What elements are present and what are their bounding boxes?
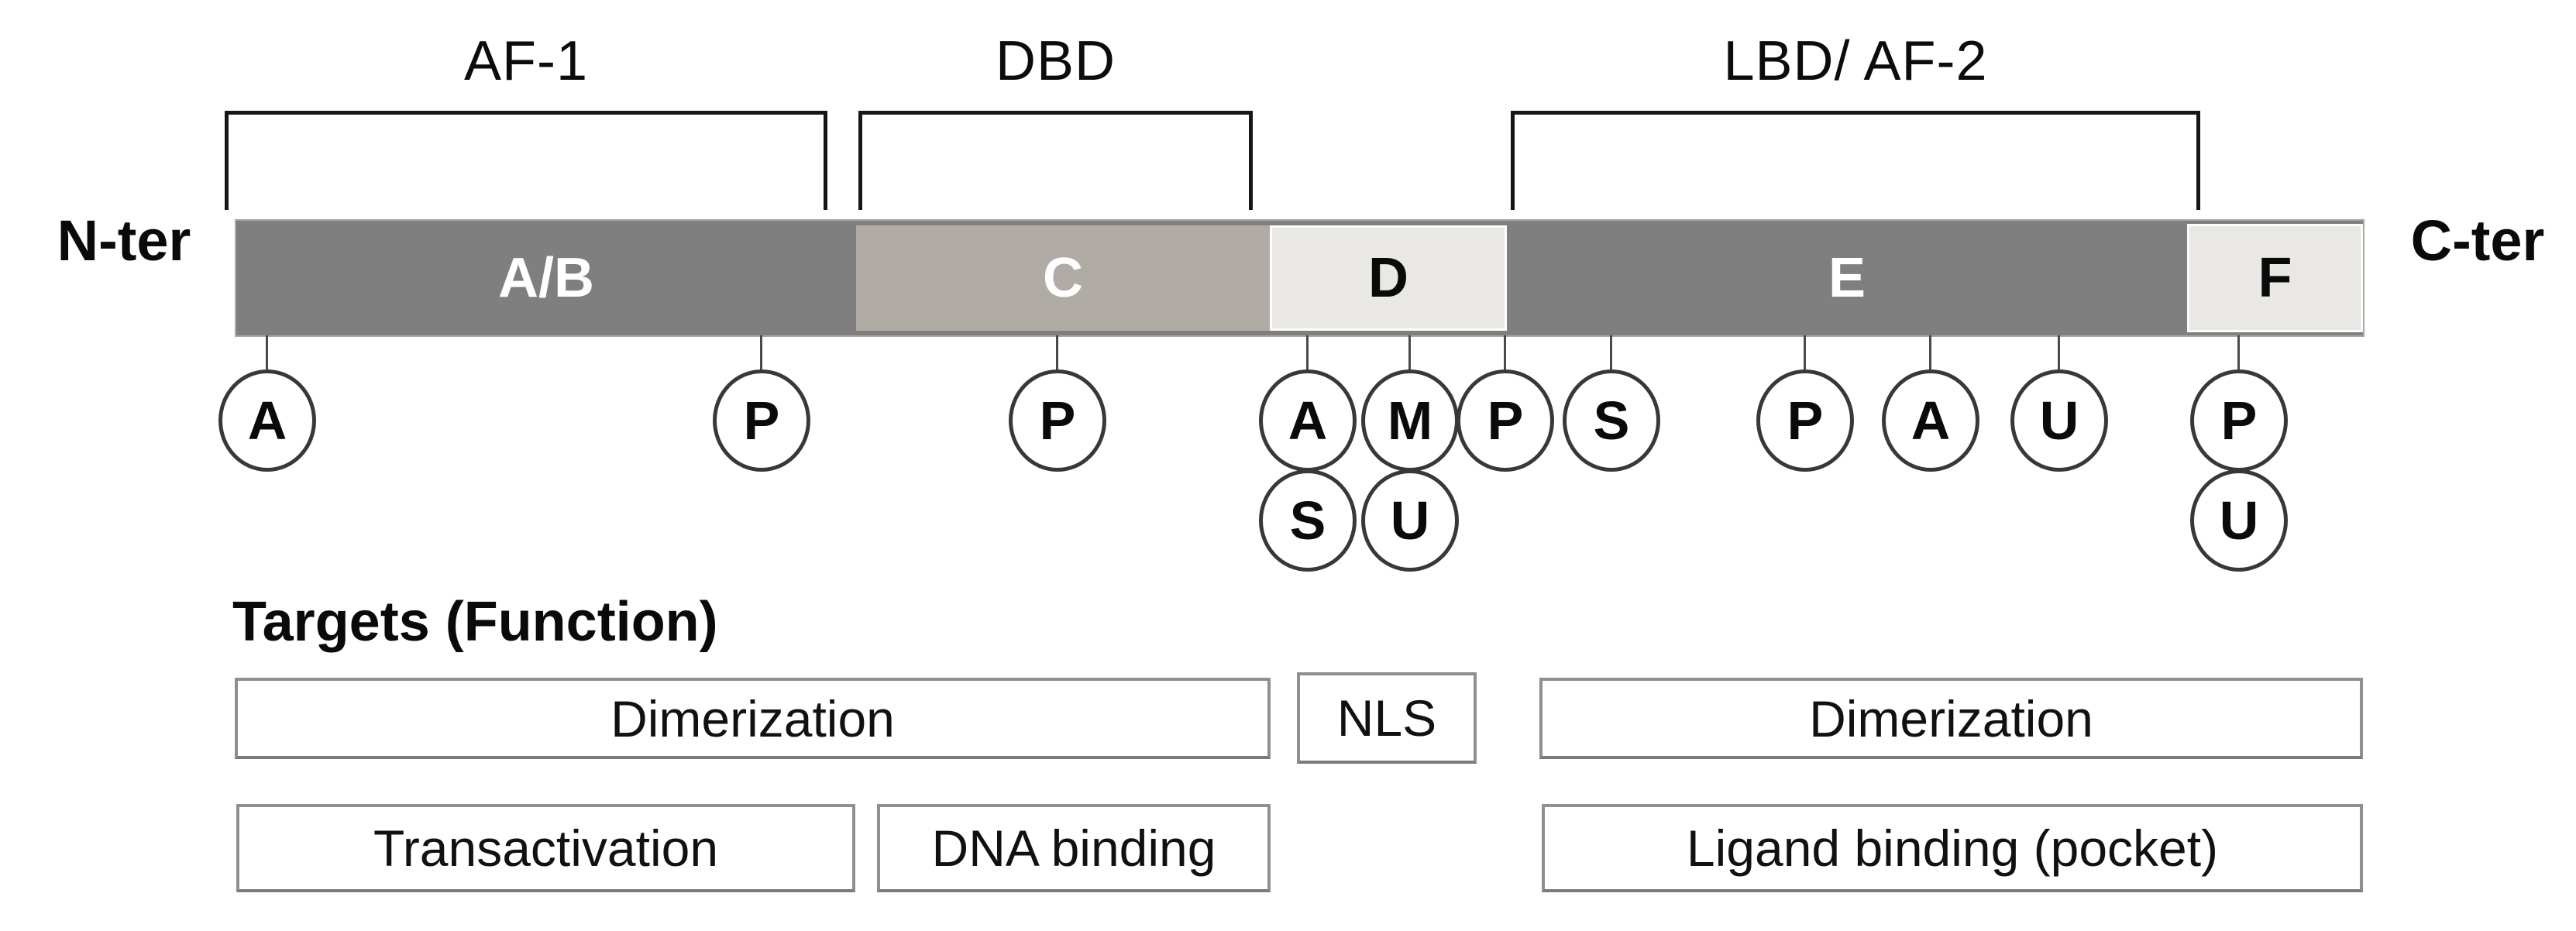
modification-stem <box>1929 335 1931 370</box>
n-terminus-label: N-ter <box>57 208 191 273</box>
modification-stem <box>2058 335 2060 370</box>
ptm-circle-phosphorylation: P <box>1457 369 1554 472</box>
ptm-circle-phosphorylation: P <box>713 369 810 472</box>
modification-stem <box>1306 335 1309 370</box>
domain-d-label: D <box>1368 247 1408 309</box>
modification-stem <box>1610 335 1612 370</box>
function-box-transactivation: Transactivation <box>236 804 855 892</box>
domain-c-label: C <box>1043 247 1083 309</box>
domain-ab: A/B <box>236 221 856 335</box>
ptm-circle-phosphorylation: P <box>1009 369 1106 472</box>
function-box-nls: NLS <box>1297 672 1477 764</box>
ptm-circle-methylation: M <box>1361 369 1459 472</box>
function-box-dimerization-cterm: Dimerization <box>1539 678 2363 759</box>
modification-stem <box>1408 335 1411 370</box>
modification-stem <box>1504 335 1506 370</box>
domain-ab-label: A/B <box>498 247 594 309</box>
modification-stem <box>1804 335 1806 370</box>
dbd-bracket <box>858 111 1253 210</box>
modification-stem <box>1056 335 1058 370</box>
modification-stem <box>760 335 762 370</box>
ptm-circle-acetylation: A <box>218 369 316 472</box>
c-terminus-label: C-ter <box>2410 208 2545 273</box>
ptm-circle-sumoylation: S <box>1563 369 1660 472</box>
function-box-dimerization-nterm: Dimerization <box>235 678 1271 759</box>
ptm-circle-ubiquitination: U <box>2190 469 2288 572</box>
function-box-dna-binding: DNA binding <box>877 804 1271 892</box>
ptm-circle-phosphorylation: P <box>2190 369 2288 472</box>
modification-stem <box>266 335 268 370</box>
ptm-circle-sumoylation: S <box>1259 469 1357 572</box>
modification-stem <box>2237 335 2240 370</box>
ptm-circle-acetylation: A <box>1259 369 1357 472</box>
domain-d: D <box>1270 225 1507 331</box>
domain-e: E <box>1507 221 2187 335</box>
dbd-bracket-label: DBD <box>995 30 1116 92</box>
lbd-af2-bracket <box>1511 111 2200 210</box>
ptm-circle-ubiquitination: U <box>1361 469 1459 572</box>
lbd-af2-bracket-label: LBD/ AF-2 <box>1723 30 1988 92</box>
targets-function-heading: Targets (Function) <box>232 591 718 653</box>
ptm-circle-phosphorylation: P <box>1756 369 1854 472</box>
ptm-circle-ubiquitination: U <box>2010 369 2108 472</box>
domain-f: F <box>2187 224 2363 332</box>
ptm-circle-acetylation: A <box>1882 369 1979 472</box>
af1-bracket <box>225 111 827 210</box>
domain-c: C <box>856 225 1270 331</box>
domain-e-label: E <box>1828 247 1866 309</box>
function-box-ligand-binding: Ligand binding (pocket) <box>1542 804 2363 892</box>
domain-f-label: F <box>2258 247 2292 309</box>
af1-bracket-label: AF-1 <box>463 30 589 92</box>
